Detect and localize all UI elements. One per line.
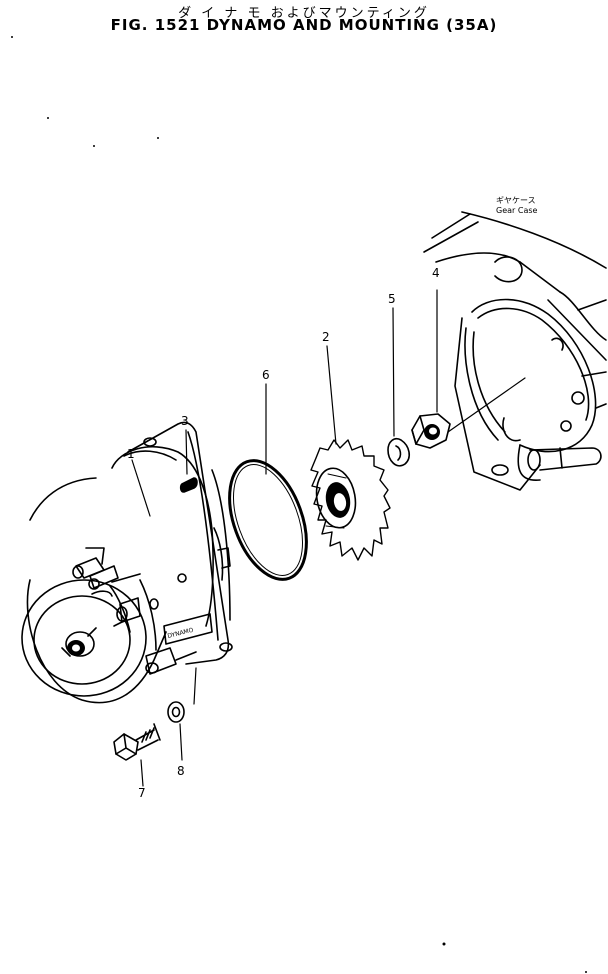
part-5-washer — [387, 307, 410, 467]
part-4-nut — [411, 289, 451, 449]
callout-5: 5 — [388, 292, 396, 306]
part-3-key — [179, 429, 198, 493]
figure-title: FIG. 1521 DYNAMO AND MOUNTING (35A) — [110, 16, 498, 34]
part-8-washer — [167, 667, 197, 761]
part-1-dynamo: DYNAMO — [21, 421, 233, 704]
part-2-gear — [310, 345, 391, 561]
part-7-bolt — [113, 723, 161, 787]
gear-case-label-japanese: ギヤケース — [496, 196, 536, 205]
callout-3: 3 — [181, 414, 189, 428]
callout-8: 8 — [177, 764, 185, 778]
gear-case-housing — [423, 211, 607, 491]
gear-case-label: Gear Case — [496, 206, 538, 215]
scan-specks — [11, 36, 587, 973]
callout-1: 1 — [127, 447, 135, 461]
part-6-o-ring — [228, 383, 308, 581]
callout-4: 4 — [432, 266, 440, 280]
callout-6: 6 — [262, 368, 270, 382]
callout-7: 7 — [138, 786, 146, 800]
callout-2: 2 — [322, 330, 330, 344]
figure-title-japanese: ダ イ ナ モ およびマウンティング — [178, 6, 430, 21]
